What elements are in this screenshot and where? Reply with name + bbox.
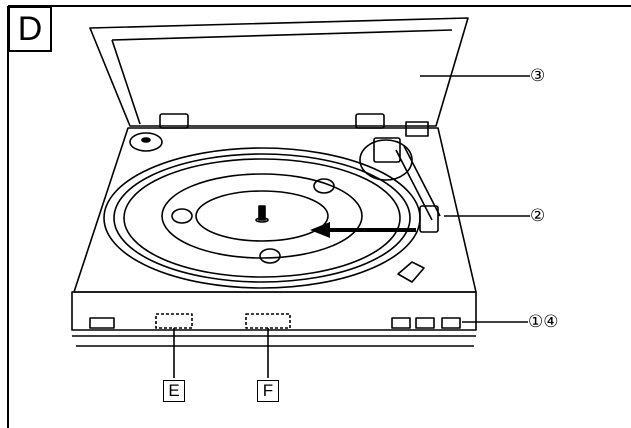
tonearm-rod [395, 149, 433, 221]
dust-cover-inner-side [111, 39, 141, 125]
turntable-deck [73, 127, 477, 293]
arm-rest [405, 121, 429, 137]
display-window-e [155, 313, 193, 329]
spindle [258, 205, 266, 221]
adapter-holder [129, 132, 163, 152]
section-letter-badge: D [8, 6, 52, 52]
cue-lever [397, 261, 425, 283]
adapter-holder-center [141, 137, 151, 143]
headshell [419, 205, 439, 233]
tonearm-rod-back [403, 145, 441, 217]
spindle-base [255, 217, 269, 223]
callout-arm: ② [530, 206, 546, 226]
platter-mat [161, 173, 363, 259]
front-button-1 [391, 317, 411, 329]
front-left-button [89, 317, 115, 329]
label-f: F [257, 380, 279, 402]
callout-cover: ③ [530, 66, 546, 86]
mat-hole-bottom [259, 248, 281, 264]
dust-cover-inner-edge [111, 29, 453, 41]
display-window-f [245, 313, 291, 329]
record-label-area [195, 190, 329, 242]
mat-hole-left [171, 208, 193, 224]
platter-ring-2 [113, 153, 411, 283]
placement-arrow-head [310, 222, 330, 238]
dust-cover [89, 17, 469, 127]
front-button-3 [441, 317, 461, 329]
callout-buttons: ①④ [528, 312, 559, 332]
platter-ring-3 [123, 158, 401, 278]
front-panel [71, 291, 477, 331]
front-button-2 [415, 317, 435, 329]
label-e: E [163, 380, 185, 402]
mat-hole-top [313, 178, 335, 194]
tonearm-pivot [373, 137, 401, 163]
